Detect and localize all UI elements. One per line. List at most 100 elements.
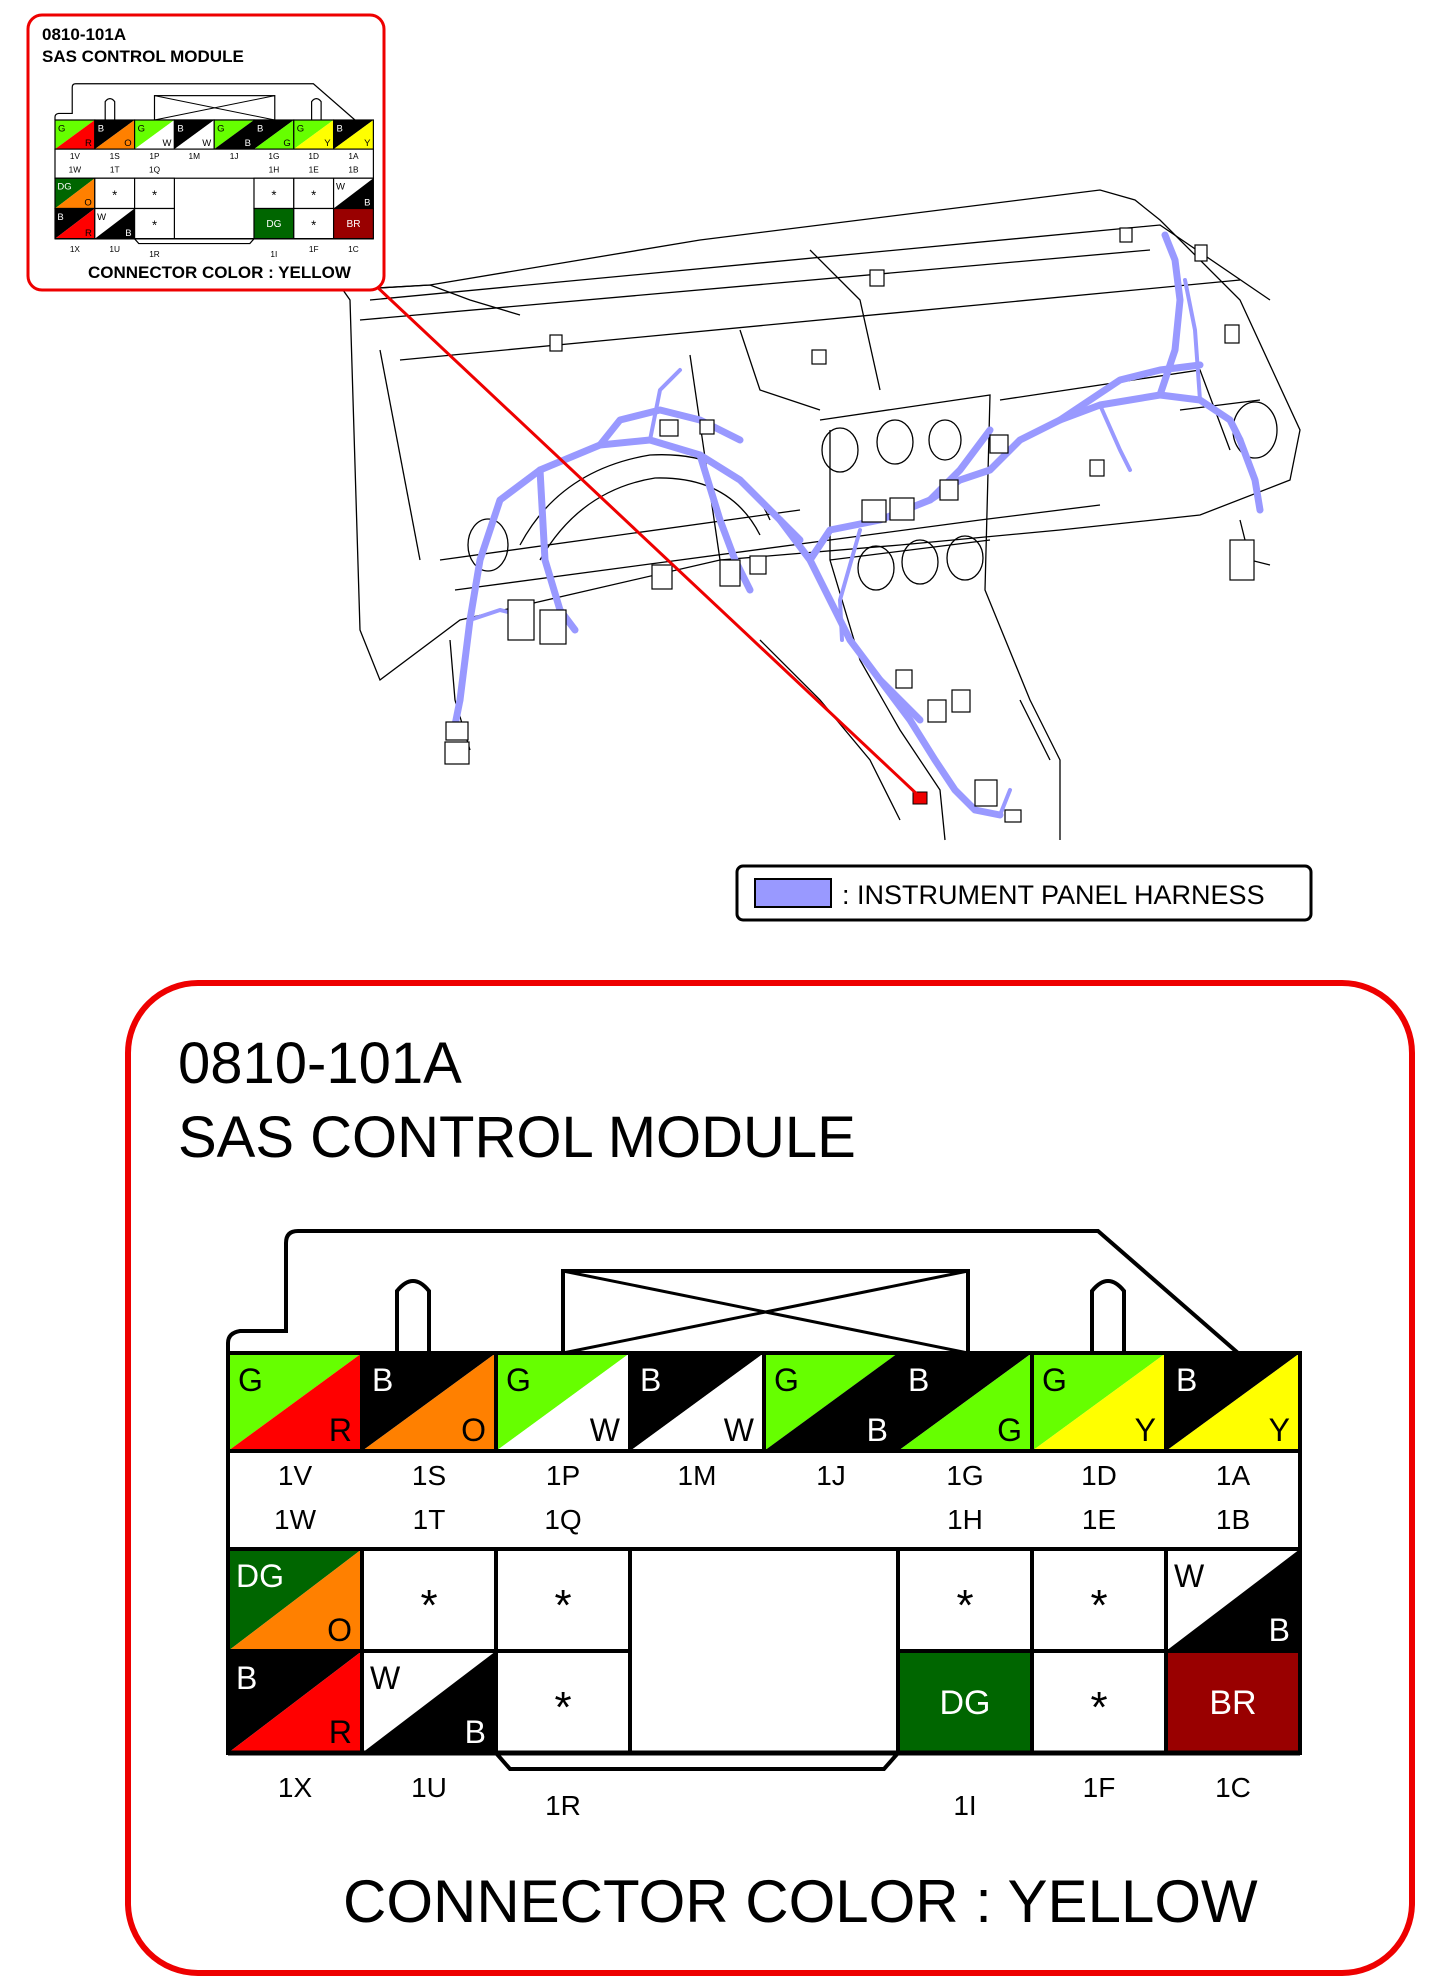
small-pin-label: 1V — [70, 151, 81, 161]
small-pin-label: 1M — [189, 151, 201, 161]
small-wire-color-bottom: R — [85, 138, 92, 149]
small-pin-label: 1B — [348, 164, 359, 174]
small-wire-color-top: B — [257, 123, 263, 134]
large-lower-cell: WB — [1164, 1547, 1302, 1653]
svg-text:W: W — [97, 212, 106, 223]
large-top-cell: BO — [360, 1351, 498, 1453]
small-top-cell: BY — [332, 119, 374, 150]
svg-text:*: * — [311, 187, 316, 202]
large-lower-cell: * — [360, 1547, 498, 1653]
svg-text:DG: DG — [236, 1558, 284, 1594]
small-top-cell: BG — [253, 119, 295, 150]
svg-text:*: * — [152, 187, 157, 202]
small-pin-label: 1W — [69, 164, 82, 174]
svg-text:*: * — [311, 218, 316, 233]
large-top-cell: BY — [1164, 1351, 1302, 1453]
small-top-cell: GR — [54, 119, 96, 150]
svg-text:DG: DG — [266, 219, 281, 230]
large-wire-color-bottom: B — [867, 1412, 888, 1448]
small-pin-label-band — [54, 148, 374, 179]
large-lower-cell: BR — [1164, 1649, 1302, 1755]
small-pin-label: 1S — [110, 151, 121, 161]
svg-text:*: * — [554, 1683, 571, 1732]
svg-text:B: B — [1269, 1612, 1290, 1648]
svg-text:BR: BR — [1209, 1684, 1256, 1722]
svg-text:W: W — [370, 1660, 401, 1696]
large-pin-label-band — [226, 1449, 1302, 1551]
small-lower-cell: DG — [253, 207, 295, 240]
svg-text:*: * — [554, 1581, 571, 1630]
small-wire-color-top: G — [217, 123, 224, 134]
svg-text:B: B — [57, 212, 63, 223]
small-wire-color-top: B — [177, 123, 183, 134]
svg-text:DG: DG — [940, 1684, 991, 1722]
small-lower-cell: WB — [332, 177, 374, 210]
svg-text:R: R — [85, 228, 92, 239]
large-lower-cell: * — [1030, 1547, 1168, 1653]
small-connector-shell — [54, 83, 356, 121]
callout-pointer-line — [373, 283, 922, 799]
dashboard-illustration — [341, 189, 1301, 841]
small-pin-label: 1H — [269, 164, 280, 174]
small-pin-label: 1P — [149, 151, 160, 161]
small-lower-cell: DGO — [54, 177, 96, 210]
large-pin-label: 1H — [947, 1504, 983, 1535]
small-wire-color-bottom: O — [124, 138, 131, 149]
large-wire-color-top: G — [774, 1362, 799, 1398]
large-connector-color-label: CONNECTOR COLOR : YELLOW — [343, 1868, 1258, 1935]
large-connector-shell — [226, 1229, 1240, 1355]
svg-text:*: * — [1090, 1581, 1107, 1630]
large-latch-left — [395, 1279, 431, 1353]
harness-connectors — [444, 227, 1255, 823]
small-pin-label: 1T — [110, 164, 120, 174]
legend-label: : INSTRUMENT PANEL HARNESS — [842, 880, 1265, 910]
small-bottom-pin-label: 1X — [70, 244, 81, 254]
small-pin-label: 1G — [268, 151, 279, 161]
small-connector-color-label: CONNECTOR COLOR : YELLOW — [88, 263, 352, 282]
large-wire-color-top: B — [372, 1362, 393, 1398]
small-pin-label: 1D — [308, 151, 319, 161]
large-pin-label: 1G — [946, 1460, 983, 1491]
small-top-cell: GW — [134, 119, 175, 150]
svg-text:W: W — [336, 181, 345, 192]
svg-text:*: * — [420, 1581, 437, 1630]
large-lower-cell: DG O — [226, 1547, 364, 1653]
svg-text:*: * — [112, 187, 117, 202]
large-top-cell: BG — [896, 1351, 1034, 1453]
large-lower-cell: BR — [226, 1649, 364, 1755]
svg-text:O: O — [327, 1612, 352, 1648]
small-pin-label: 1Q — [149, 164, 161, 174]
large-wire-color-top: B — [1176, 1362, 1197, 1398]
small-lower-cell: * — [293, 177, 335, 210]
instrument-panel-harness — [451, 231, 1264, 819]
small-bottom-pin-label: 1C — [348, 244, 359, 254]
small-lower-cell: * — [134, 207, 175, 240]
large-wire-color-bottom: R — [329, 1412, 352, 1448]
small-wire-color-bottom: W — [202, 138, 211, 149]
svg-text:W: W — [1174, 1558, 1205, 1594]
legend-harness-swatch — [754, 878, 832, 908]
large-lower-cell: * — [896, 1547, 1034, 1653]
small-bottom-pin-label: 1U — [109, 244, 120, 254]
svg-text:B: B — [465, 1714, 486, 1750]
small-wire-color-top: G — [58, 123, 65, 134]
svg-text:*: * — [1090, 1683, 1107, 1732]
large-bottom-pin-label: 1R — [545, 1790, 581, 1821]
small-bottom-pin-label: 1F — [309, 244, 319, 254]
small-wire-color-bottom: Y — [324, 138, 331, 149]
large-top-cell: GW — [494, 1351, 632, 1453]
large-wire-color-top: G — [506, 1362, 531, 1398]
large-top-cell: GB — [762, 1351, 900, 1453]
small-wire-color-top: B — [337, 123, 343, 134]
small-connector-callout: 0810-101A SAS CONTROL MODULE GRBOGWBWGBB… — [26, 13, 386, 292]
large-pin-label: 1T — [413, 1504, 446, 1535]
small-wire-color-top: G — [297, 123, 304, 134]
large-wire-color-bottom: Y — [1269, 1412, 1290, 1448]
small-lower-cell: * — [253, 177, 295, 210]
large-connector-callout: 0810-101A SAS CONTROL MODULE GRBOGWBWGBB… — [125, 980, 1415, 1976]
large-lower-cell: DG — [896, 1649, 1034, 1755]
small-latch-right — [311, 98, 322, 120]
svg-text:*: * — [152, 218, 157, 233]
large-connector-code: 0810-101A — [178, 1031, 462, 1096]
large-wire-color-top: B — [640, 1362, 661, 1398]
